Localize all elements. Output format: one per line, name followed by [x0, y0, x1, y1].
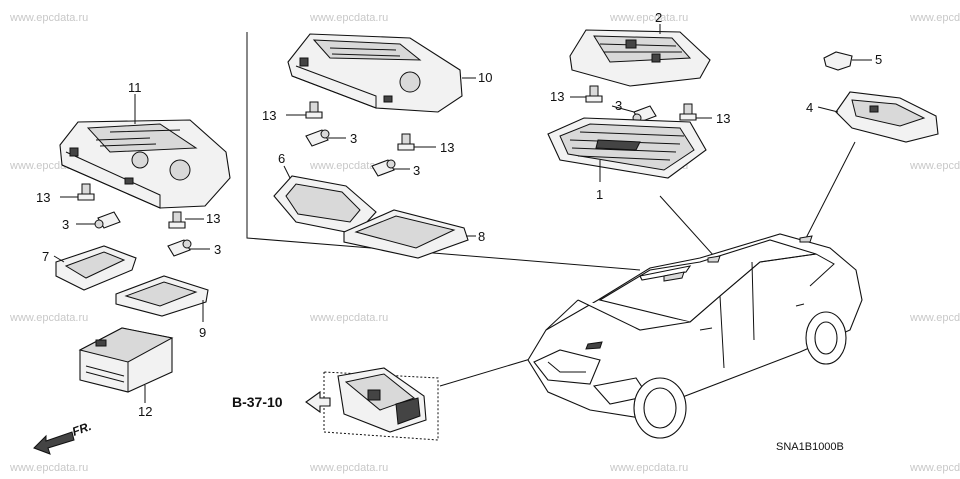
watermark: www.epcdata.ru: [309, 312, 388, 324]
watermark: www.epcdata.ru: [9, 312, 88, 324]
callout-13-mid-b: 13: [440, 140, 454, 155]
callout-12: 12: [138, 404, 152, 419]
part-10-console: [287, 33, 476, 113]
callout-3-left-b: 3: [214, 242, 221, 257]
callout-13-left-a: 13: [36, 190, 50, 205]
screw-13-left-a: [60, 183, 95, 201]
reference-label: B-37-10: [232, 394, 283, 410]
screw-13-left-b: [168, 211, 204, 229]
screw-13-mid-a: [286, 101, 323, 119]
part-2-roof-lamp: [569, 24, 711, 87]
part-b-37-10-holder: [323, 367, 439, 441]
callout-2: 2: [655, 10, 662, 25]
watermark: www.epcdata.ru: [309, 462, 388, 474]
part-6-frame: [273, 165, 377, 235]
bulb-3-mid-a: [305, 129, 346, 147]
part-9-lens: [115, 275, 209, 322]
part-5-clip: [823, 51, 872, 71]
watermark: www.epcdata.ru: [909, 12, 960, 24]
part-4-housing: [817, 91, 939, 143]
watermark: www.epcdata.ru: [909, 462, 960, 474]
callout-11: 11: [128, 80, 142, 95]
diagram-code: SNA1B1000B: [776, 441, 844, 453]
screw-13-mid-b: [397, 133, 436, 151]
callout-6: 6: [278, 151, 285, 166]
callout-3-mid-a: 3: [350, 131, 357, 146]
front-direction-arrow: [33, 431, 75, 455]
watermark: www.epcdata.ru: [309, 12, 388, 24]
callout-7: 7: [42, 249, 49, 264]
part-11-map-lamp: [59, 94, 231, 209]
watermark: www.epcdata.ru: [9, 12, 88, 24]
part-1-lens: [547, 117, 707, 182]
watermark: www.epcdata.ru: [309, 160, 388, 172]
bulb-3-mid-b: [371, 159, 410, 177]
leader-roof-rear: [804, 141, 856, 241]
callout-13-right-a: 13: [550, 89, 564, 104]
part-7-lens: [53, 245, 137, 291]
callout-4: 4: [806, 100, 813, 115]
screw-13-right-a: [570, 85, 603, 103]
callout-5: 5: [875, 52, 882, 67]
part-12-module: [78, 327, 174, 403]
leader-roof-front: [659, 195, 715, 257]
bulb-3-left-a: [76, 211, 121, 229]
reference-arrow: [305, 390, 331, 414]
callout-3-right: 3: [615, 98, 622, 113]
watermark: www.epcdata.ru: [9, 462, 88, 474]
watermark: www.epcdata.ru: [909, 312, 960, 324]
watermark: www.epcdata.ru: [609, 462, 688, 474]
bulb-3-right: [611, 105, 657, 123]
part-8-frame: [343, 209, 476, 259]
callout-8: 8: [478, 229, 485, 244]
callout-3-mid-b: 3: [413, 163, 420, 178]
callout-3-left-a: 3: [62, 217, 69, 232]
callout-9: 9: [199, 325, 206, 340]
callout-1: 1: [596, 187, 603, 202]
callout-13-mid-a: 13: [262, 108, 276, 123]
callout-10: 10: [478, 70, 492, 85]
watermark: www.epcdata.ru: [609, 12, 688, 24]
watermark: www.epcdata.ru: [909, 160, 960, 172]
bulb-3-left-b: [167, 239, 210, 257]
front-direction-label: FR.: [70, 419, 93, 439]
callout-13-right-b: 13: [716, 111, 730, 126]
callout-13-left-b: 13: [206, 211, 220, 226]
sedan-car-illustration: [527, 233, 863, 439]
screw-13-right-b: [679, 103, 712, 121]
